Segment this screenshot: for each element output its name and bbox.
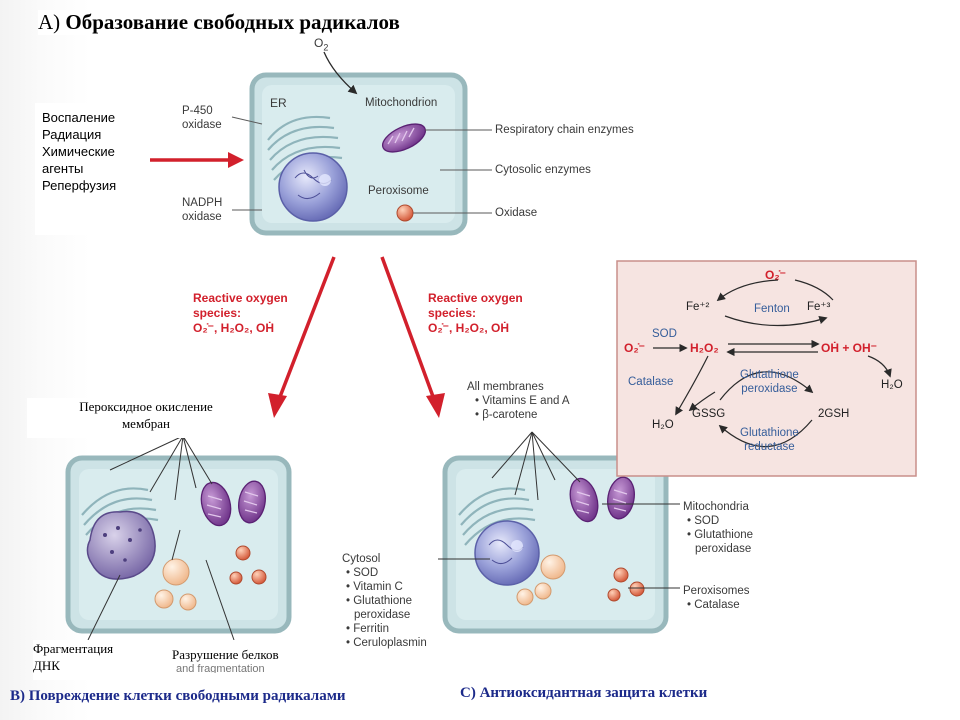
nucleus	[278, 152, 348, 222]
section-a-title: A) Образование свободных радикалов	[38, 10, 410, 35]
rx-fe2: Fe⁺²	[686, 301, 710, 313]
top-cell	[150, 51, 492, 236]
section-b-title: B) Повреждение клетки свободными радикал…	[10, 688, 346, 704]
top-leader-lines	[231, 116, 492, 214]
cytosol-label: Cytosol • SOD • Vitamin C • Glutathione …	[342, 553, 427, 649]
rx-o2-left: O₂̇⁻	[624, 341, 645, 355]
section-a-prefix: A)	[38, 10, 66, 34]
rx-glutathione-peroxidase: Glutathione peroxidase	[740, 369, 799, 395]
nadph-label: NADPH oxidase	[182, 197, 223, 223]
dna-fragmentation-label: Фрагментация ДНК	[33, 640, 143, 680]
section-a-heading: Образование свободных радикалов	[65, 10, 400, 34]
ros-right-label: Reactive oxygen species: O₂̇⁻, H₂O₂, OḢ	[428, 291, 523, 335]
rx-2gsh: 2GSH	[818, 408, 850, 420]
rx-glutathione-reductase: Glutathione reductase	[740, 427, 799, 453]
stimulus-agents: агенты	[42, 161, 84, 176]
ros-left-label: Reactive oxygen species: O₂̇⁻, H₂O₂, OḢ	[193, 291, 288, 335]
mitochondrion-label: Mitochondrion	[365, 97, 438, 109]
rx-h2o-right: H₂O	[881, 379, 903, 391]
damaged-cell	[65, 435, 292, 641]
ros-arrows	[268, 256, 445, 418]
stimulus-radiation: Радиация	[42, 127, 102, 142]
peroxisomes-label: Peroxisomes • Catalase	[683, 585, 750, 611]
o2-label: O2	[314, 36, 329, 53]
rx-h2o2: H₂O₂	[690, 341, 719, 355]
rx-h2o-left: H₂O	[652, 419, 674, 431]
rx-oh: OḢ + OH⁻	[821, 341, 878, 355]
lipid-peroxidation-label: Пероксидное окисление мембран	[27, 398, 265, 438]
section-c-title: C) Антиоксидантная защита клетки	[460, 685, 708, 701]
protein-damage-label: Разрушение белков and fragmentation	[166, 640, 316, 680]
rx-fenton: Fenton	[754, 303, 790, 315]
cytosolic-label: Cytosolic enzymes	[495, 164, 591, 176]
oxidase-label: Oxidase	[495, 207, 538, 219]
rx-gssg: GSSG	[692, 408, 726, 420]
stimulus-inflammation: Воспаление	[42, 110, 116, 125]
rx-fe3: Fe⁺³	[807, 301, 831, 313]
mitochondria-label: Mitochondria • SOD • Glutathione peroxid…	[683, 501, 754, 555]
respiratory-label: Respiratory chain enzymes	[495, 124, 634, 136]
rx-o2-top: O₂̇⁻	[765, 268, 786, 282]
stimuli-box: Воспаление Радиация Химические агенты Ре…	[35, 103, 145, 235]
rx-catalase: Catalase	[628, 376, 674, 388]
all-membranes-label: All membranes • Vitamins E and A • β-car…	[467, 381, 570, 421]
er-label: ER	[270, 96, 287, 110]
peroxisome-shape	[396, 204, 414, 222]
stimulus-reperfusion: Реперфузия	[42, 178, 117, 193]
rx-sod: SOD	[652, 328, 677, 340]
protected-cell	[438, 431, 680, 634]
damaged-nucleus	[86, 510, 156, 580]
reaction-box	[616, 260, 917, 477]
peroxisome-label: Peroxisome	[368, 185, 429, 197]
p450-label: P-450 oxidase	[182, 105, 222, 131]
stimulus-chemical: Химические	[42, 144, 115, 159]
